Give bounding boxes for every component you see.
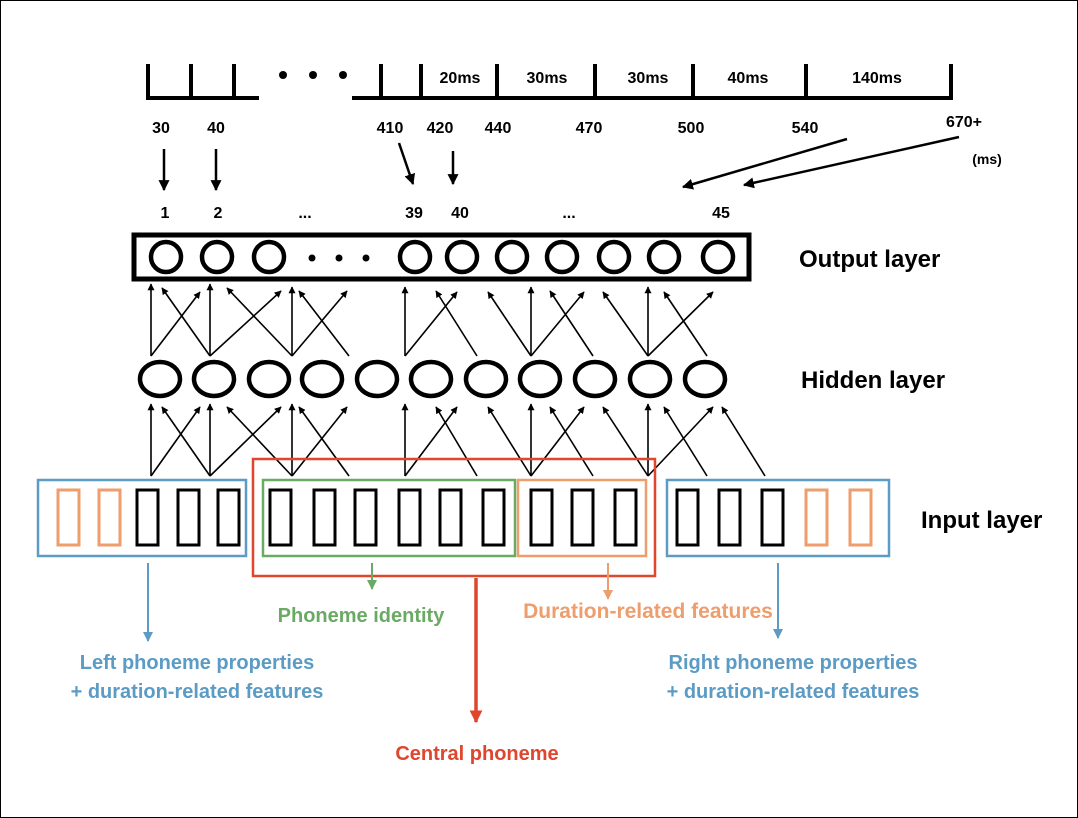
segment-label-40ms: 40ms [728,70,769,87]
timeline-right-axis [352,64,953,100]
right-properties-line2: + duration-related features [667,681,920,703]
time-value-470: 470 [576,120,603,137]
time-value-440: 440 [485,120,512,137]
output-node [596,239,632,275]
time-value-30: 30 [152,120,170,137]
time-value-40: 40 [207,120,225,137]
hidden-node [572,359,618,399]
output-node [397,239,433,275]
input-layer: Input layer [36,457,1042,578]
segment-label-30ms-a: 30ms [527,70,568,87]
output-index-1: 1 [161,205,170,222]
input-cell [135,488,160,547]
output-node [251,239,287,275]
output-layer-label: Output layer [799,246,940,273]
hidden-node [299,359,345,399]
left-phoneme-box [36,478,248,558]
input-cell [97,488,122,547]
output-node [544,239,580,275]
input-layer-label: Input layer [921,507,1042,534]
segment-label-140ms: 140ms [852,70,902,87]
hidden-node [137,359,183,399]
input-cell [717,488,742,547]
hidden-node [682,359,728,399]
output-node [148,239,184,275]
input-cell [804,488,829,547]
time-value-420: 420 [427,120,454,137]
right-phoneme-box [665,478,891,558]
timeline-left-axis [146,64,259,100]
duration-features-label: Duration-related features [523,600,773,623]
output-layer-box [131,232,752,282]
hidden-to-output-arrows [147,283,714,357]
input-cell [312,488,337,547]
left-properties-line2: + duration-related features [71,681,324,703]
hidden-node [354,359,400,399]
map-arrow-670 [742,135,960,189]
output-index-2: 2 [214,205,223,222]
time-unit-label: (ms) [972,151,1002,167]
output-index-40: 40 [451,205,469,222]
output-node [494,239,530,275]
time-value-500: 500 [678,120,705,137]
time-value-670plus: 670+ [946,114,982,131]
input-cell [570,488,595,547]
map-arrow-540 [681,137,848,190]
input-cell [397,488,422,547]
annotation-arrows [143,563,783,724]
duration-features-box [516,478,648,558]
phoneme-identity-box [261,478,517,558]
output-node [646,239,682,275]
central-phoneme-label: Central phoneme [395,743,558,765]
central-phoneme-box [251,457,657,578]
input-cell [529,488,554,547]
input-cell [848,488,873,547]
hidden-layer-label: Hidden layer [801,367,945,394]
input-cell [438,488,463,547]
segment-label-20ms: 20ms [440,70,481,87]
input-cell [216,488,241,547]
input-to-hidden-arrows [147,403,766,477]
output-ellipsis [308,254,370,262]
mapping-arrows [158,135,960,192]
input-cell [268,488,293,547]
output-layer: Output layer [131,232,940,282]
timeline-ellipsis [279,71,347,79]
map-arrow-410 [397,142,416,186]
right-properties-line1: Right phoneme properties [669,652,918,674]
input-cell [613,488,638,547]
hidden-node [246,359,292,399]
output-index-ellipsis-a: ... [298,205,311,222]
input-cell [56,488,81,547]
output-node [700,239,736,275]
output-index-ellipsis-b: ... [562,205,575,222]
time-value-540: 540 [792,120,819,137]
hidden-layer: Hidden layer [137,359,945,399]
left-properties-line1: Left phoneme properties [80,652,314,674]
output-index-39: 39 [405,205,423,222]
timeline: 20ms 30ms 30ms 40ms 140ms 30 40 410 420 … [146,64,1002,167]
annotations: Phoneme identity Duration-related featur… [71,600,920,765]
hidden-node [191,359,237,399]
input-cell [481,488,506,547]
hidden-node [517,359,563,399]
input-cell [353,488,378,547]
input-cell [176,488,201,547]
phoneme-identity-label: Phoneme identity [278,605,446,627]
hidden-node [627,359,673,399]
output-index-45: 45 [712,205,730,222]
time-value-410: 410 [377,120,404,137]
hidden-node [408,359,454,399]
hidden-node [463,359,509,399]
output-indices: 1 2 ... 39 40 ... 45 [161,205,730,222]
output-node [444,239,480,275]
output-node [199,239,235,275]
input-cell [760,488,785,547]
segment-label-30ms-b: 30ms [628,70,669,87]
input-cell [675,488,700,547]
